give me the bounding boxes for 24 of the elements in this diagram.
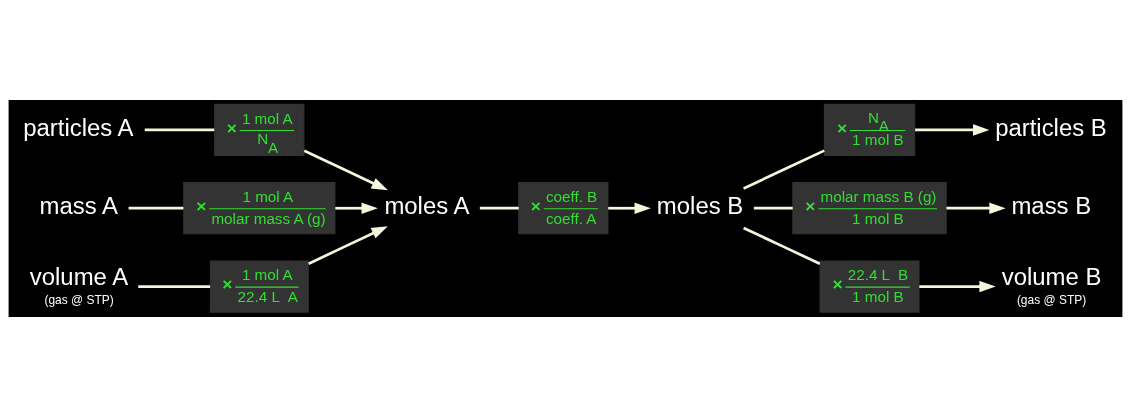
node-text: particles A — [23, 113, 134, 141]
node-text: volume B — [1001, 262, 1102, 290]
node-text: mass A — [39, 191, 118, 219]
arrow — [308, 225, 388, 265]
arrow — [608, 202, 651, 214]
connector — [743, 226, 821, 265]
connector — [128, 206, 184, 210]
arrow — [919, 280, 996, 292]
arrow — [335, 202, 378, 214]
node-text: moles A — [384, 191, 470, 219]
node-text: particles B — [995, 113, 1107, 141]
arrow — [946, 202, 1006, 214]
arrow — [303, 148, 388, 190]
arrow — [915, 123, 990, 136]
node-text: volume A — [29, 262, 129, 290]
connector — [743, 148, 825, 190]
connector — [479, 206, 519, 210]
node-text: moles B — [656, 191, 744, 219]
node-label: (gas @ STP) — [44, 292, 114, 307]
node-label: (gas @ STP) — [1016, 292, 1087, 307]
node-text: mass B — [1011, 191, 1092, 219]
connector — [753, 206, 793, 210]
connector — [144, 128, 215, 131]
connector — [138, 284, 211, 288]
